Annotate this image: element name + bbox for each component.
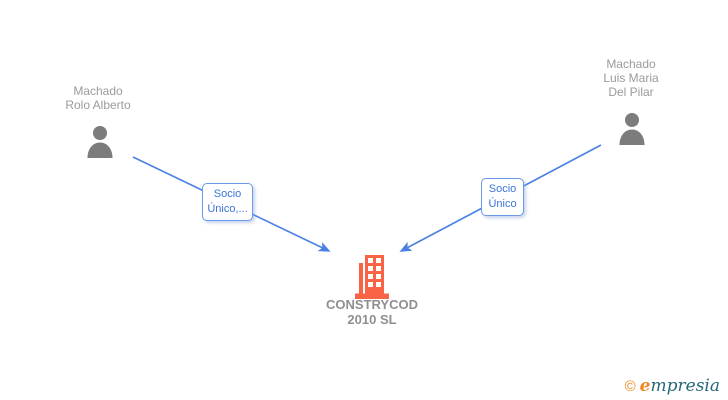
- copyright-icon: ©: [624, 378, 636, 395]
- person-node-label-left[interactable]: Machado Rolo Alberto: [30, 84, 166, 112]
- company-name[interactable]: CONSTRYCOD 2010 SL: [302, 297, 442, 327]
- brand-wordmark: empresia: [640, 378, 720, 395]
- person-node-label-right[interactable]: Machado Luis Maria Del Pilar: [563, 57, 699, 99]
- company-name-line: CONSTRYCOD: [326, 297, 418, 312]
- empresia-logo[interactable]: © empresia: [625, 378, 720, 395]
- company-building-icon[interactable]: [355, 255, 389, 299]
- company-name-line: 2010 SL: [347, 312, 397, 327]
- edge-label-line: Socio: [488, 183, 517, 195]
- person-name-line: Machado: [73, 84, 123, 98]
- person-name-line: Luis Maria: [603, 71, 659, 85]
- person-icon[interactable]: [617, 112, 647, 145]
- edge-label-left[interactable]: Socio Único,...: [202, 183, 253, 221]
- edge-label-line: Único,...: [207, 203, 248, 215]
- person-name-line: Machado: [606, 57, 656, 71]
- person-name-line: Rolo Alberto: [65, 98, 131, 112]
- brand-rest-letters: mpresia: [650, 376, 721, 396]
- edge-label-line: Único: [488, 198, 517, 210]
- edge-label-line: Socio: [213, 188, 242, 200]
- brand-first-letter: e: [639, 376, 651, 396]
- edge-label-right[interactable]: Socio Único: [481, 178, 524, 216]
- person-icon[interactable]: [85, 125, 115, 158]
- person-name-line: Del Pilar: [608, 85, 654, 99]
